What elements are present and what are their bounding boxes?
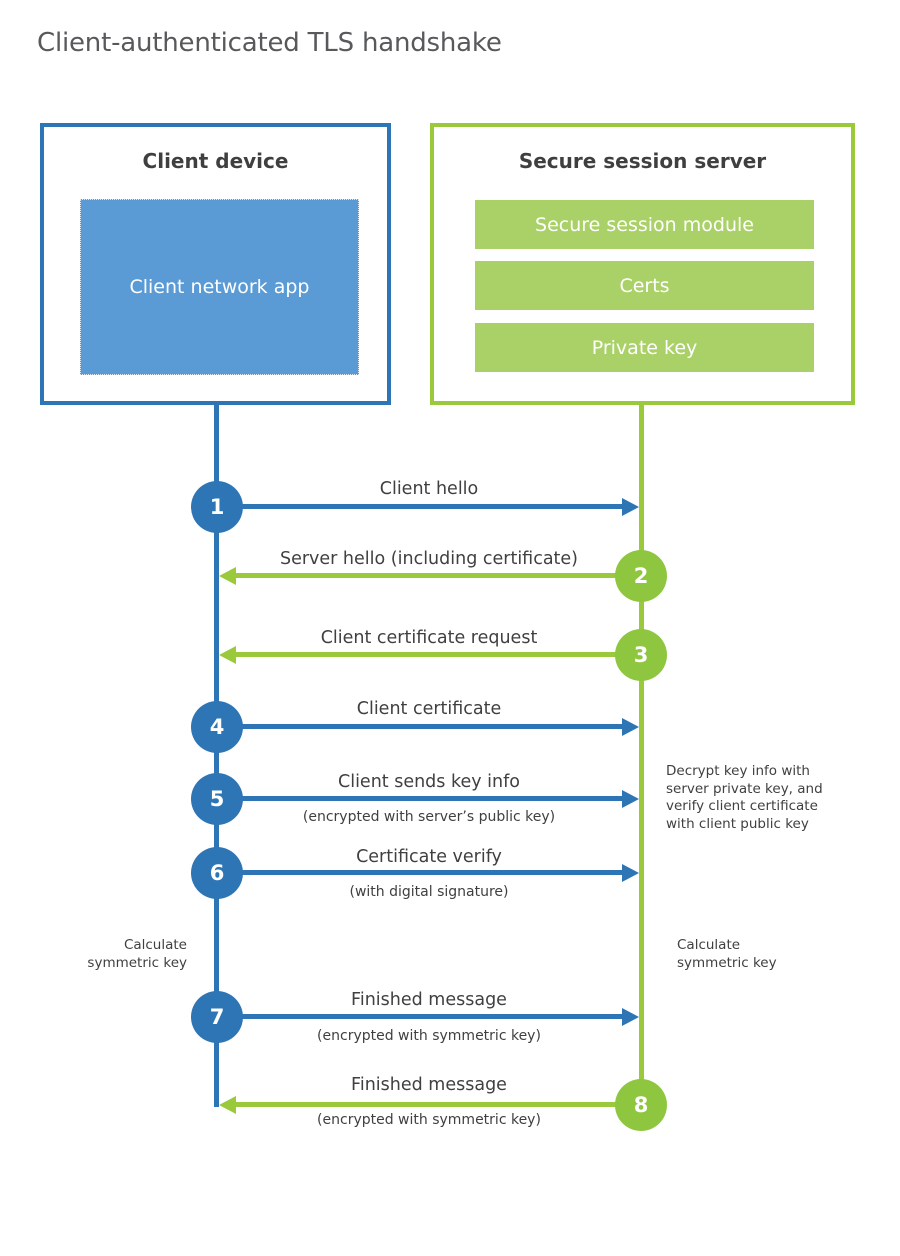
client-device-box: Client device Client network app: [40, 123, 391, 405]
arrow-right-icon: [622, 790, 639, 808]
step-3-badge: 3: [615, 629, 667, 681]
page-title: Client-authenticated TLS handshake: [37, 28, 502, 58]
arrow-left-icon: [219, 1096, 236, 1114]
step-6-badge: 6: [191, 847, 243, 899]
server-module-certs: Certs: [475, 261, 814, 310]
step-1-badge: 1: [191, 481, 243, 533]
server-decrypt-note: Decrypt key info with server private key…: [666, 763, 823, 832]
arrow-line: [236, 573, 641, 578]
arrow-left-icon: [219, 646, 236, 664]
arrow-line: [217, 1014, 622, 1019]
step-1-label: Client hello: [379, 479, 479, 499]
server-title: Secure session server: [518, 149, 767, 173]
step-5-sublabel: (encrypted with server’s public key): [302, 809, 556, 825]
step-8-sublabel: (encrypted with symmetric key): [317, 1112, 541, 1128]
step-8-label: Finished message: [351, 1075, 507, 1095]
step-4-badge: 4: [191, 701, 243, 753]
arrow-right-icon: [622, 1008, 639, 1026]
step-6-sublabel: (with digital signature): [349, 884, 509, 900]
arrow-line: [217, 724, 622, 729]
step-2-label: Server hello (including certificate): [279, 549, 579, 569]
arrow-right-icon: [622, 718, 639, 736]
step-5-badge: 5: [191, 773, 243, 825]
step-5-label: Client sends key info: [337, 772, 520, 792]
step-7-badge: 7: [191, 991, 243, 1043]
step-6-label: Certificate verify: [356, 847, 502, 867]
arrow-right-icon: [622, 864, 639, 882]
arrow-line: [217, 796, 622, 801]
arrow-right-icon: [622, 498, 639, 516]
step-4-label: Client certificate: [356, 699, 502, 719]
secure-session-server-box: Secure session server Secure session mod…: [430, 123, 855, 405]
arrow-line: [236, 1102, 641, 1107]
server-module-private-key: Private key: [475, 323, 814, 372]
step-7-sublabel: (encrypted with symmetric key): [317, 1028, 541, 1044]
step-2-badge: 2: [615, 550, 667, 602]
arrow-left-icon: [219, 567, 236, 585]
arrow-line: [236, 652, 641, 657]
client-network-app-box: Client network app: [80, 199, 359, 375]
server-lifeline: [639, 404, 644, 1110]
step-3-label: Client certificate request: [320, 628, 538, 648]
server-calc-symmetric-key-note: Calculate symmetric key: [677, 937, 777, 971]
client-device-title: Client device: [142, 149, 289, 173]
arrow-line: [217, 504, 622, 509]
client-lifeline: [214, 404, 219, 1107]
step-7-label: Finished message: [351, 990, 507, 1010]
arrow-line: [217, 870, 622, 875]
server-module-secure-session: Secure session module: [475, 200, 814, 249]
client-calc-symmetric-key-note: Calculate symmetric key: [87, 937, 187, 971]
step-8-badge: 8: [615, 1079, 667, 1131]
